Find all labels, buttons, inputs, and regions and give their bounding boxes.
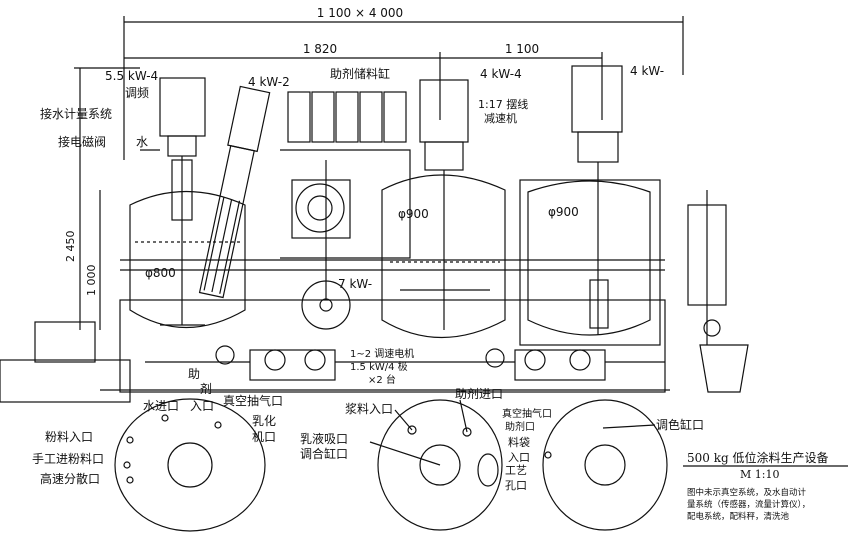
lbl-manual-powder: 手工进粉料口 [32,452,104,466]
lbl-slurry-inlet: 浆料入口 [345,401,393,416]
left-step [34,321,96,363]
pulley [301,280,351,330]
lbl-high-speed: 高速分散口 [40,471,100,486]
caption-title: 500 kg 低位涂料生产设备 [687,451,829,465]
motor-label-2: 4 kW-2 [248,75,290,89]
vessel-right-casing [519,179,661,346]
plan-view-left [114,398,266,532]
lbl-vacuum-port: 真空抽气口 [223,393,283,408]
lbl-additive-feed: 助剂进口 [455,386,503,401]
vessel-left [129,190,246,329]
frame-base [119,299,666,393]
pump-right [514,349,606,381]
vessel-right-dia: φ900 [548,205,579,219]
motor-label-4: 4 kW- [630,64,664,78]
pump-motor-a: 1~2 调速电机 [350,347,414,360]
dim-height-total: 2 450 [64,231,77,263]
lbl-water-inlet: 水进口 [143,399,179,413]
lbl-mixing-port: 调合缸口 [300,446,348,461]
dim-height-lower: 1 000 [85,265,98,297]
motor-middle [419,79,469,143]
caption-scale: M 1:10 [740,468,780,481]
water-meter-label: 接水计量系统 [40,106,112,121]
reducer-ratio-label: 1:17 摆线 [478,97,528,111]
lbl-process-port-1: 工艺 [505,464,527,477]
vessel-right [527,180,651,336]
bucket [699,344,749,393]
motor-right [571,65,623,133]
lbl-additive-inlet: 入口 [190,399,214,413]
valve-wheel-right [703,319,721,337]
lbl-bag-port-1: 料袋 [508,435,530,449]
lbl-additive-port-2: 助剂口 [505,420,535,433]
additive-under-2: 剂 [200,381,212,396]
plan-view-middle [377,399,503,531]
motor-label-5: 7 kW- [338,277,372,291]
additive-under-1: 助 [188,367,200,381]
caption-note: 图中未示真空系统，及水自动计 量系统（传感器，流量计算仪）， 配电系统，配料秤，… [687,488,811,522]
pump-motor-c: ×2 台 [368,373,396,386]
lbl-emulsifier-2: 机口 [252,430,276,444]
vessel-middle-dia: φ900 [398,207,429,221]
disperser-tilted [198,85,271,299]
pump-motor-b: 1.5 kW/4 极 [350,360,408,373]
valve-wheel-left [215,345,235,365]
vessel-left-dia: φ800 [145,266,176,280]
left-platform [0,359,131,403]
reducer-name-label: 减速机 [484,111,517,125]
motor-label-1-sub: 调频 [125,86,149,100]
water-label: 水 [136,135,148,149]
pump-left [249,349,336,381]
valve-wheel-middle [485,348,505,368]
motor-label-3: 4 kW-4 [480,67,522,81]
additive-tank-label: 助剂储料缸 [330,66,390,81]
solenoid-label: 接电磁阀 [58,134,106,149]
lbl-vacuum-port-2: 真空抽气口 [502,407,552,420]
lbl-process-port-2: 孔口 [505,479,527,492]
lbl-emulsion-suction: 乳液吸口 [300,431,348,446]
vessel-middle [381,174,506,339]
plan-view-right [542,399,668,531]
motor-left [159,77,206,137]
dim-right-span: 1 100 [505,42,539,56]
lbl-tint-port: 调色缸口 [656,417,704,432]
additive-tanks [280,91,411,259]
lbl-emulsifier-1: 乳化 [252,414,276,428]
motor-label-1: 5.5 kW-4 [105,69,158,83]
lbl-bag-port-2: 入口 [508,451,530,464]
flow-gauge [295,183,345,233]
dim-overall: 1 100 × 4 000 [317,6,403,20]
lbl-powder-inlet: 粉料入口 [45,430,93,444]
dim-left-span: 1 820 [303,42,337,56]
